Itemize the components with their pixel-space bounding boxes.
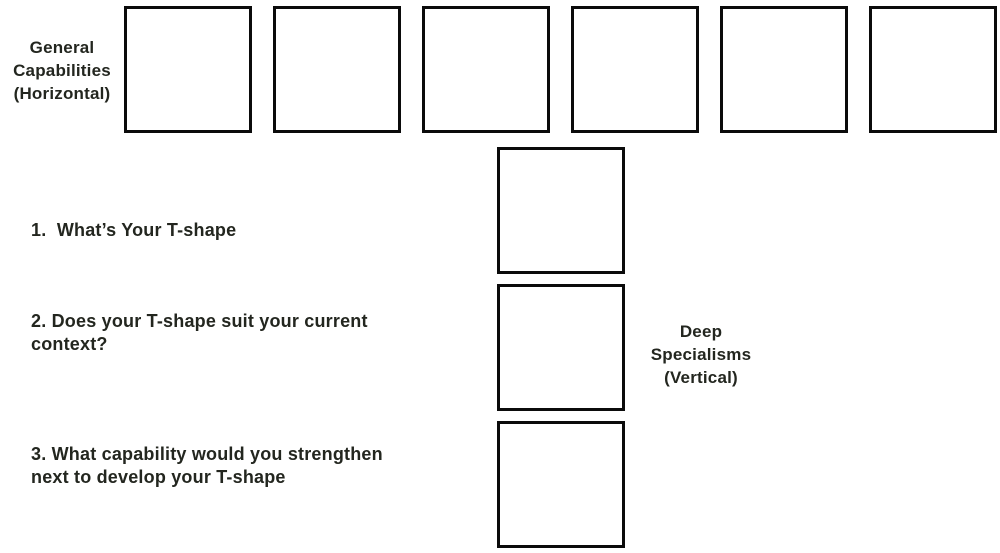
general-capability-box-2 xyxy=(273,6,401,133)
question-2: 2. Does your T-shape suit your current c… xyxy=(31,311,368,354)
deep-specialism-box-3 xyxy=(497,421,625,548)
question-1: 1. What’s Your T-shape xyxy=(31,220,237,240)
general-capability-box-4 xyxy=(571,6,699,133)
general-capability-box-6 xyxy=(869,6,997,133)
general-capabilities-label: General Capabilities (Horizontal) xyxy=(13,38,111,103)
deep-specialisms-label: Deep Specialisms (Vertical) xyxy=(650,322,752,387)
vertical-boxes-column xyxy=(497,147,625,548)
deep-specialism-box-2 xyxy=(497,284,625,411)
deep-specialism-box-1 xyxy=(497,147,625,274)
question-3: 3. What capability would you strengthen … xyxy=(31,444,383,487)
general-capability-box-5 xyxy=(720,6,848,133)
general-capability-box-1 xyxy=(124,6,252,133)
general-capability-box-3 xyxy=(422,6,550,133)
horizontal-boxes-row xyxy=(124,6,997,133)
